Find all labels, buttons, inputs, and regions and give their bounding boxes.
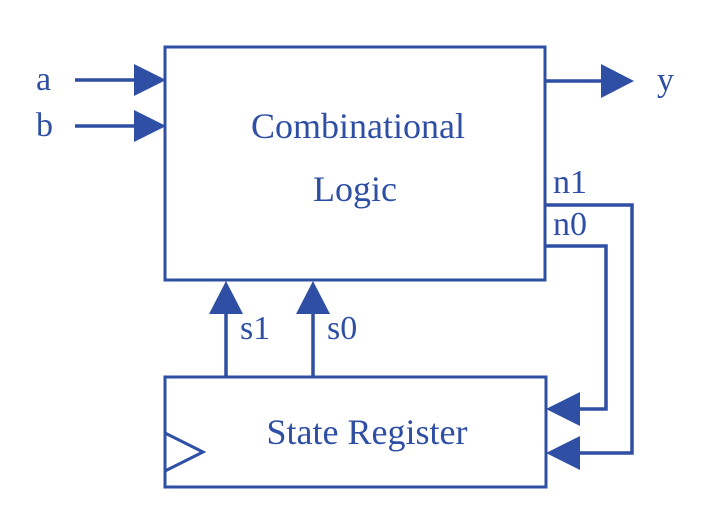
next-state-n0: n0 — [545, 206, 608, 426]
state-s1-arrowhead-icon — [209, 281, 243, 314]
next-state-n0-wire — [545, 244, 608, 411]
state-s1-label: s1 — [240, 310, 270, 347]
state-register-label: State Register — [267, 412, 468, 452]
state-s0-label: s0 — [327, 310, 357, 347]
state-s0: s0 — [296, 281, 357, 377]
input-a-arrowhead-icon — [134, 64, 166, 96]
state-s1: s1 — [209, 281, 270, 377]
combinational-logic-label-line2: Logic — [313, 169, 397, 209]
output-y-label: y — [657, 62, 674, 99]
next-state-n0-label: n0 — [553, 206, 587, 243]
next-state-n1-arrowhead-icon — [546, 436, 580, 470]
input-b: b — [36, 107, 166, 144]
next-state-n1: n1 — [545, 164, 634, 470]
next-state-n0-arrowhead-icon — [546, 392, 580, 426]
input-b-label: b — [36, 107, 53, 144]
output-y-arrowhead-icon — [601, 64, 634, 98]
state-register-box — [163, 375, 548, 489]
state-s0-arrowhead-icon — [296, 281, 330, 314]
combinational-logic-block: Combinational Logic — [163, 45, 547, 282]
input-b-arrowhead-icon — [134, 110, 166, 142]
combinational-logic-label-line1: Combinational — [251, 106, 465, 146]
next-state-n1-label: n1 — [553, 164, 587, 201]
combinational-logic-box — [163, 45, 547, 282]
input-a: a — [36, 61, 166, 98]
next-state-n1-wire — [545, 203, 634, 455]
state-register-block: State Register — [163, 375, 548, 489]
input-a-label: a — [36, 61, 51, 98]
clock-triangle-icon — [164, 431, 207, 473]
output-y: y — [545, 62, 674, 99]
